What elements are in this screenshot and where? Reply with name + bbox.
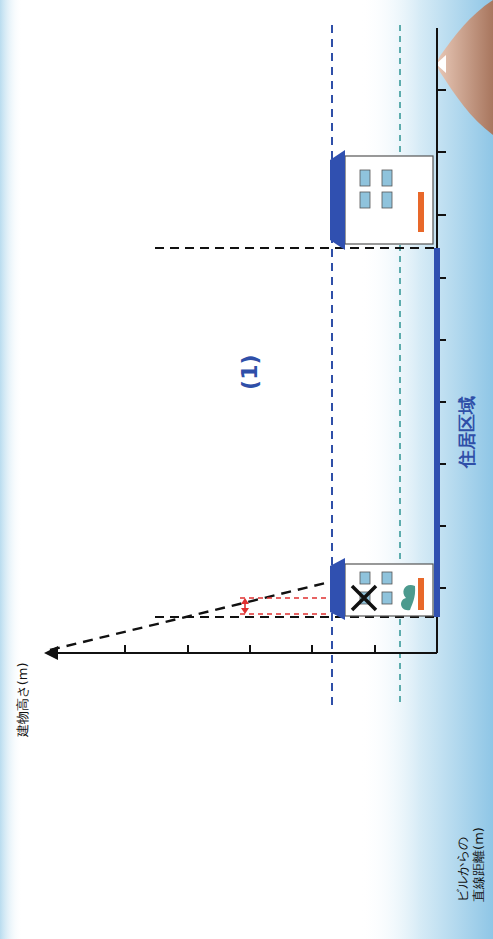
axis-ticks [125,90,446,653]
axis-title: ビルからの 直線距離(m) [454,822,485,903]
sky-edge [0,0,22,939]
house [330,150,433,250]
ground-band [360,0,493,939]
figure-number: (1) [237,354,263,389]
axis-title: 建物高さ(m) [14,663,30,738]
excess-arrowheads [241,598,249,614]
excess-line [240,597,330,598]
cross-mark [352,586,376,610]
height-axis [52,652,437,654]
excess-line [240,613,330,614]
limit-line [50,580,338,650]
zone-bar [434,248,440,617]
zone-boundary [155,247,437,249]
mountain [436,0,493,135]
distance-axis [436,28,438,653]
house [330,558,433,620]
zone-label: 住居区域 [456,396,478,468]
